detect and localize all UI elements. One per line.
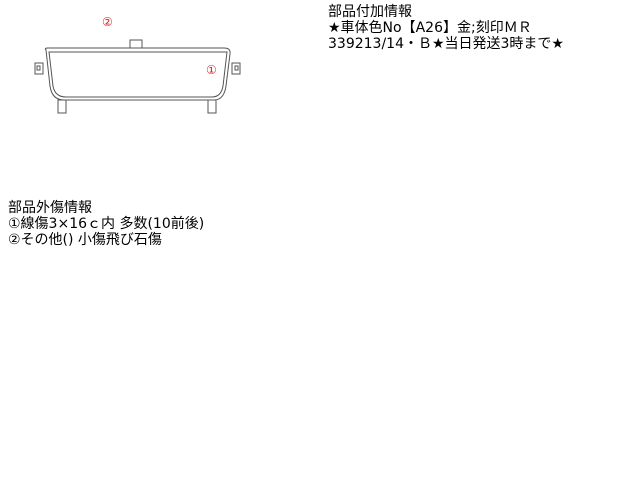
damage-info-block: 部品外傷情報 ①線傷3×16ｃ内 多数(10前後) ②その他() 小傷飛び石傷 xyxy=(8,200,204,248)
damage-info-line: ②その他() 小傷飛び石傷 xyxy=(8,232,162,248)
additional-info-line: 339213/14・Ｂ★当日発送3時まで★ xyxy=(328,36,564,52)
left-mount-tab xyxy=(34,62,44,75)
damage-info-line: ①線傷3×16ｃ内 多数(10前後) xyxy=(8,216,205,232)
damage-marker-1: ① xyxy=(206,63,217,77)
right-mount-tab xyxy=(231,62,241,75)
damage-marker-2: ② xyxy=(102,15,113,29)
additional-info-block: 部品付加情報 ★車体色No【A26】金;刻印ＭＲ 339213/14・Ｂ★当日発… xyxy=(328,4,564,52)
additional-info-line: ★車体色No【A26】金;刻印ＭＲ xyxy=(328,20,532,36)
part-body-outline xyxy=(44,47,231,101)
top-mount-tab xyxy=(129,39,143,49)
damage-info-heading: 部品外傷情報 xyxy=(8,200,92,216)
left-leg xyxy=(57,99,67,114)
right-leg xyxy=(207,99,217,114)
additional-info-heading: 部品付加情報 xyxy=(328,4,412,20)
part-diagram: ② ① xyxy=(34,15,241,114)
